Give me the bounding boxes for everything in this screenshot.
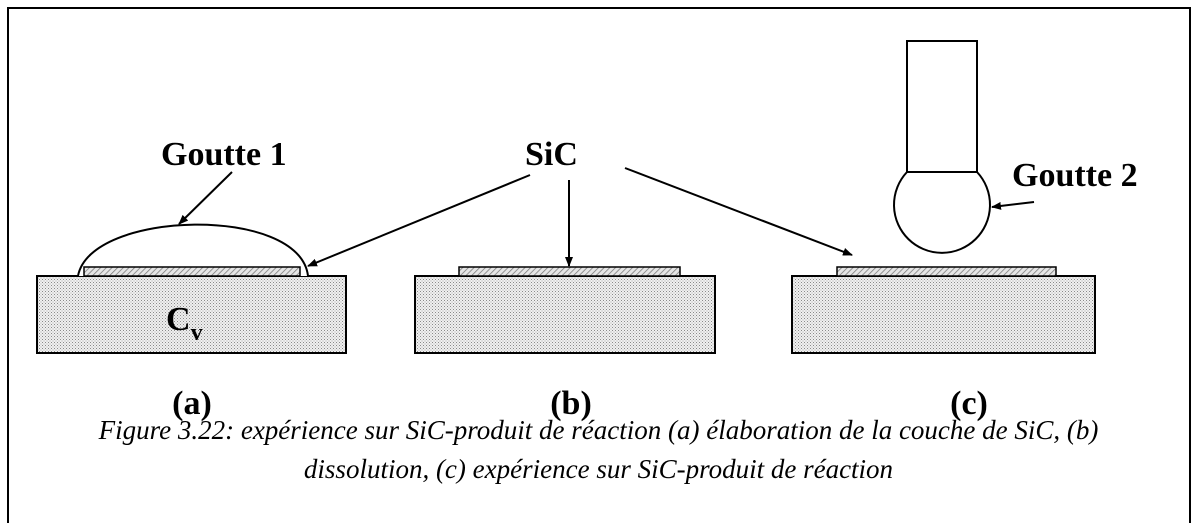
- panel-b: [414, 266, 716, 354]
- figure-caption-line-1: Figure 3.22: expérience sur SiC-produit …: [98, 415, 1099, 445]
- substrate-b: [414, 275, 716, 354]
- goutte-2-label: Goutte 2: [1012, 157, 1138, 194]
- substrate-label: Cv: [166, 301, 203, 346]
- panel-label-b: (b): [550, 385, 592, 422]
- figure-frame: [7, 7, 1191, 523]
- sic-layer-a: [83, 266, 301, 277]
- figure-caption-line-2: dissolution, (c) expérience sur SiC-prod…: [303, 454, 894, 484]
- sic-layer-b: [458, 266, 681, 277]
- panel-label-c: (c): [950, 385, 988, 422]
- dispenser-tube: [906, 40, 978, 173]
- sic-label: SiC: [525, 136, 578, 173]
- arrow-goutte2: [991, 201, 1035, 210]
- droplet-1: [77, 223, 309, 277]
- panel-a: Cv: [36, 223, 347, 354]
- goutte-1-label: Goutte 1: [161, 136, 287, 173]
- arrow-goutte1: [178, 171, 233, 225]
- arrow-sic-a: [307, 174, 531, 267]
- panel-label-a: (a): [172, 385, 212, 422]
- arrow-sic-c: [624, 167, 853, 256]
- substrate-a: [36, 275, 347, 354]
- sic-layer-c: [836, 266, 1057, 277]
- panel-c: [791, 40, 1096, 354]
- substrate-c: [791, 275, 1096, 354]
- droplet-2: [893, 171, 991, 254]
